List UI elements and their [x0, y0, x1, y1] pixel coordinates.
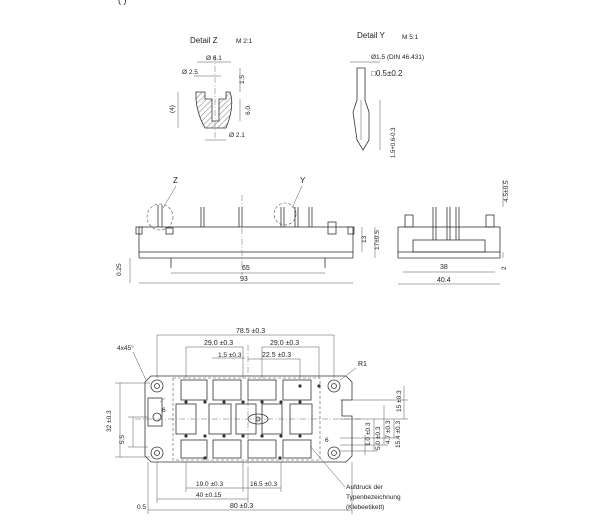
detail-y-pin: Ø1.5 (DIN 46.431) — [371, 54, 424, 61]
detail-z-v15: 1.5 — [239, 75, 246, 84]
top-v10: 1.0 ±0.3 — [365, 422, 372, 446]
detail-y-title: Detail Y — [357, 31, 386, 40]
mount-hole-bl — [150, 446, 164, 460]
top-h32: 32 ±0.3 — [106, 410, 113, 432]
top-d225: 22.5 ±0.3 — [262, 352, 291, 359]
side-label-z: Z — [173, 176, 178, 185]
top-view: 78.5 ±0.3 29.0 ±0.3 29.0 ±0.3 1.5 ±0.3 2… — [106, 328, 408, 514]
top-d290b: 29.0 ±0.3 — [270, 340, 299, 347]
top-d290a: 29.0 ±0.3 — [204, 340, 233, 347]
top-d785: 78.5 ±0.3 — [236, 328, 265, 335]
detail-y-scale: M 5:1 — [402, 34, 419, 41]
detail-z-title: Detail Z — [190, 36, 218, 45]
end-h2: 2 — [501, 266, 508, 270]
top-n6a: 6 — [162, 407, 166, 414]
top-d40: 40 ±0.15 — [196, 492, 222, 499]
detail-z-d25: Ø 2.5 — [182, 69, 198, 76]
side-w65: 65 — [242, 265, 250, 272]
note-line3: (Klebeetikett) — [346, 504, 384, 511]
top-d15: 1.5 ±0.3 — [218, 352, 242, 359]
detail-z: Detail Z M 2:1 Ø 6.1 Ø 2.5 1.5 (4) 6.0 Ø… — [169, 36, 253, 141]
detail-z-v4: (4) — [169, 105, 176, 113]
end-w404: 40.4 — [437, 277, 451, 284]
top-v50: 5.0 ±0.3 — [375, 426, 382, 450]
detail-y-sq: □0.5±0.2 — [371, 69, 403, 78]
top-d05: 0.5 — [137, 504, 146, 511]
side-w93: 93 — [240, 276, 248, 283]
top-d190: 19.0 ±0.3 — [196, 481, 223, 488]
top-r1: R1 — [358, 361, 367, 368]
top-v154: 15.4 ±0.3 — [395, 421, 402, 448]
top-chamfer: 4x45° — [117, 344, 134, 352]
side-label-y: Y — [300, 176, 306, 185]
top-cut-text: ( ) — [118, 0, 127, 5]
top-v15: 15 ±0.3 — [396, 390, 403, 412]
top-h55: 5.5 — [119, 435, 126, 444]
pin-marks — [184, 384, 321, 460]
side-h025: 0.25 — [116, 263, 123, 276]
mount-hole-tl — [150, 379, 164, 393]
note-line1: Aufdruck der — [346, 484, 384, 491]
mount-hole-tr — [327, 379, 341, 393]
detail-z-v6: 6.0 — [245, 106, 252, 115]
top-v47: 4.7 ±0.3 — [385, 420, 392, 444]
note-line2: Typenbezeichnung — [346, 494, 401, 501]
mount-hole-br — [327, 446, 341, 460]
detail-z-scale: M 2:1 — [236, 38, 253, 45]
side-view: Z Y 13 17±0.5 65 93 0.25 — [116, 176, 381, 284]
detail-z-d21: Ø 2.1 — [229, 132, 245, 139]
end-h45: 4.5±0.5 — [503, 180, 510, 202]
top-n6b: 6 — [325, 437, 329, 444]
end-view: 38 40.4 4.5±0.5 2 — [397, 180, 510, 285]
detail-z-d61: Ø 6.1 — [206, 55, 222, 62]
detail-y: Detail Y M 5:1 Ø1.5 (DIN 46.431) □0.5±0.… — [350, 31, 424, 158]
top-d165: 16.5 ±0.3 — [250, 481, 277, 488]
side-h17: 17±0.5 — [374, 230, 381, 250]
top-d80: 80 ±0.3 — [230, 503, 253, 510]
detail-y-len: 1.5+0.6-0.3 — [391, 127, 397, 158]
side-h13: 13 — [361, 235, 368, 243]
end-w38: 38 — [440, 264, 448, 271]
